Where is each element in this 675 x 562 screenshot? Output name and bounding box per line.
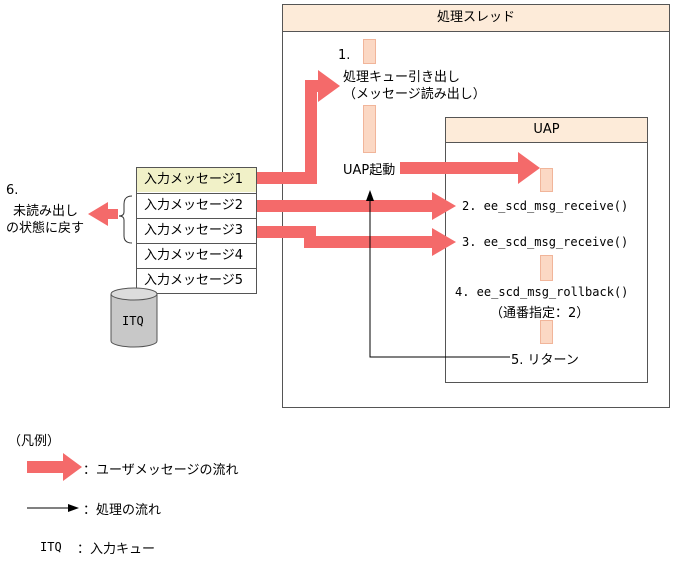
uap-active-marker (540, 168, 553, 192)
input-queue: 入力メッセージ1 入力メッセージ2 入力メッセージ3 入力メッセージ4 入力メッ… (136, 167, 257, 294)
step1-sublabel: （メッセージ読み出し） (343, 87, 486, 102)
queue-message-2: 入力メッセージ2 (137, 193, 256, 217)
legend-title: （凡例） (8, 434, 61, 449)
process-return-arrowhead (366, 190, 374, 201)
step1-label: 処理キュー引き出し (343, 70, 461, 85)
step4-marker (540, 320, 553, 344)
arrow-restore-unread (88, 202, 118, 226)
legend-message-arrow (27, 453, 82, 481)
uap-start-marker (363, 105, 376, 153)
step3-marker (540, 255, 553, 281)
arrow-msg1-to-dequeue (257, 70, 340, 184)
arrow-msg2-to-receive (257, 192, 456, 220)
queue-message-5: 入力メッセージ5 (137, 268, 256, 292)
legend-process-flow-label: ：処理の流れ (83, 503, 162, 518)
queue-message-1: 入力メッセージ1 (137, 168, 256, 192)
processing-thread-title: 処理スレッド (283, 5, 669, 32)
step3-label: 3. ee_scd_msg_receive() (462, 235, 629, 249)
arrow-uap-start (400, 152, 540, 184)
process-return-line (369, 199, 510, 358)
legend-message-flow-label: ：ユーザメッセージの流れ (83, 463, 239, 478)
step6-number: 6. (6, 183, 19, 198)
itq-cylinder-icon (110, 287, 158, 348)
legend-itq-desc: ：入力キュー (77, 542, 156, 557)
itq-label: ITQ (122, 314, 144, 328)
step4-sublabel: （通番指定：2） (490, 306, 590, 321)
brace (118, 195, 133, 244)
step4-label: 4. ee_scd_msg_rollback() (455, 285, 629, 299)
legend-process-arrowhead (68, 504, 79, 512)
step1-number: 1. (338, 48, 351, 63)
queue-message-3: 入力メッセージ3 (137, 218, 256, 242)
step6-label: 未読み出し (13, 204, 79, 219)
step1-marker (363, 39, 376, 64)
queue-message-4: 入力メッセージ4 (137, 243, 256, 267)
uap-title: UAP (446, 118, 647, 143)
legend-itq-key: ITQ (40, 540, 62, 554)
uap-start-label: UAP起動 (343, 163, 396, 178)
arrow-msg3-to-receive (257, 226, 456, 256)
step5-label: 5. リターン (511, 353, 579, 368)
step6-sublabel: の状態に戻す (6, 221, 85, 236)
step2-label: 2. ee_scd_msg_receive() (462, 199, 629, 213)
